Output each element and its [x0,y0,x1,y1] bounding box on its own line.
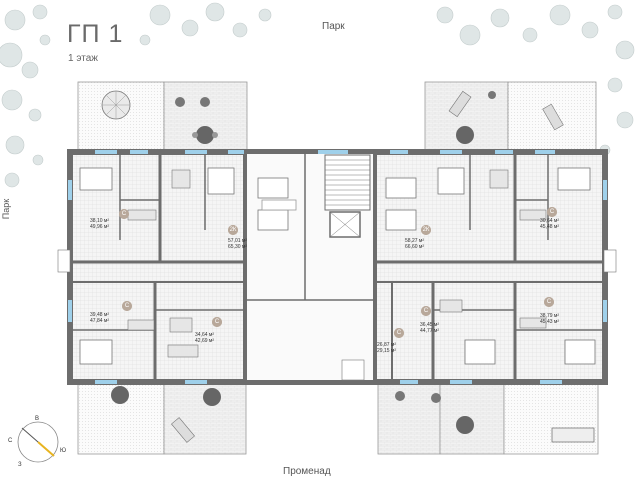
compass-east: Ю [60,448,67,454]
apartment-code-a5: С [122,301,132,311]
trees-top [139,2,635,156]
entrance [57,249,617,381]
apartment-code-a6: С [212,317,222,327]
compass-icon [17,421,59,463]
trees-top-left [0,4,51,188]
apartment-code-a4: С [547,207,557,217]
page-title: ГП 1 [67,20,124,48]
apartment-code-a2: 2К [228,225,238,235]
apartment-code-a7: С [394,328,404,338]
stairwell [261,154,371,238]
apartment-code-a9: С [544,297,554,307]
apartment-code-a1: С [119,209,129,219]
compass-south: З [18,462,22,468]
terrace-top-right [424,81,597,153]
windows [68,150,607,384]
compass-north: В [35,416,40,422]
compass-rose: В С З Ю [8,412,68,472]
apartment-code-a3: 2К [421,225,431,235]
interior-walls [70,152,605,382]
terrace-bottom-left [77,381,247,455]
apartment-code-a8: С [421,306,431,316]
furniture [127,169,547,358]
park-label-left: Парк [1,198,12,220]
promenade-label: Променад [283,466,331,477]
terrace-top-left [77,81,248,153]
park-label-top: Парк [322,21,345,32]
beds [79,167,596,365]
floor-label: 1 этаж [68,53,98,64]
terrace-bottom-right [377,381,599,455]
compass-west: С [8,438,13,444]
